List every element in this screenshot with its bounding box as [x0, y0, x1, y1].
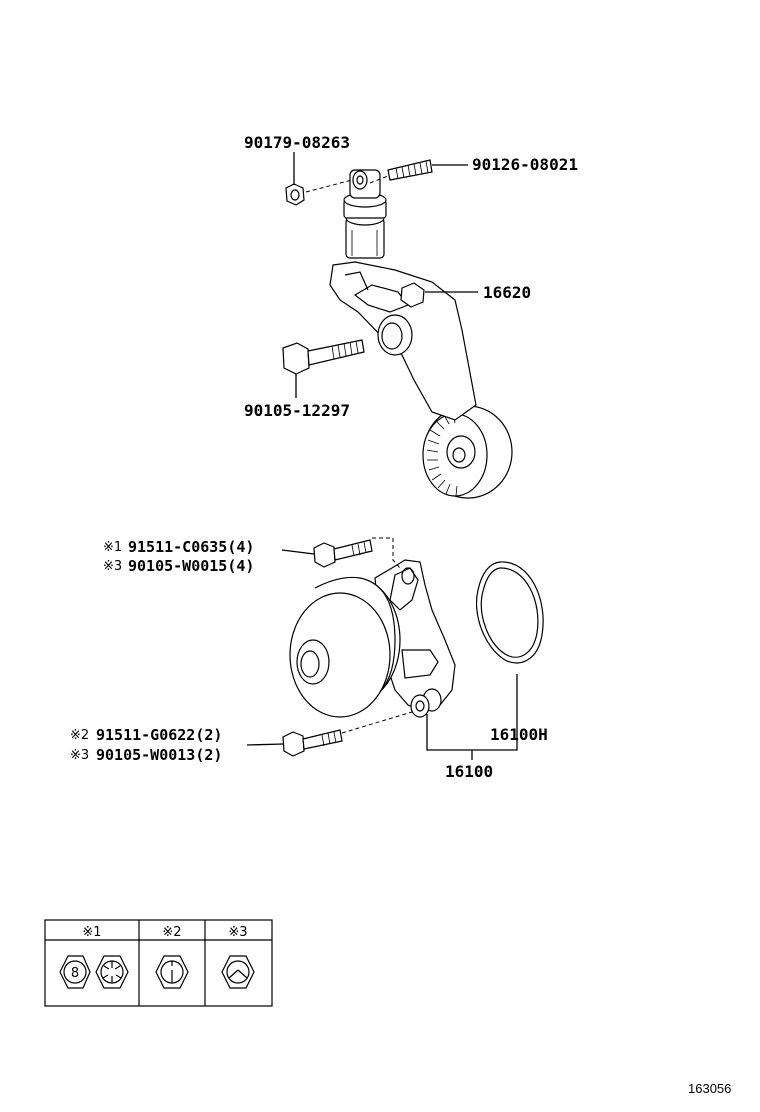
svg-text:8: 8 [71, 966, 79, 981]
hex-head-numbered-icon: 8 [59, 955, 91, 989]
label-90126-08021: 90126-08021 [472, 155, 578, 174]
bolt-90105-12297-drawing [282, 339, 365, 375]
label-91511-C0635: 91511-C0635(4) [128, 538, 254, 556]
hex-head-single-line-icon [155, 955, 189, 989]
mark-pump-bolt-c: ※2 [70, 728, 89, 743]
gasket-16100H-drawing [475, 561, 544, 664]
bolt-pump-upper-drawing [313, 537, 401, 569]
label-16100: 16100 [445, 762, 493, 781]
tensioner-assembly-drawing [329, 169, 513, 499]
label-16100H: 16100H [490, 725, 548, 744]
hex-head-two-lines-icon [221, 955, 255, 989]
mark-pump-bolt-d: ※3 [70, 748, 89, 763]
mark-pump-bolt-a: ※1 [103, 540, 122, 555]
label-16620: 16620 [483, 283, 531, 302]
tensioner-pulley [422, 405, 513, 499]
bolt-pump-lower-drawing [282, 711, 413, 757]
legend-col3-header: ※3 [228, 925, 247, 940]
legend-col2-header: ※2 [162, 925, 181, 940]
mark-pump-bolt-b: ※3 [103, 559, 122, 574]
bolt-marking-legend: ※1 ※2 ※3 8 [44, 919, 273, 1007]
bottom-leader-lines [246, 549, 518, 760]
top-leader-lines [293, 152, 478, 398]
legend-col1-header: ※1 [82, 925, 101, 940]
water-pump-drawing [289, 559, 456, 718]
label-91511-G0622: 91511-G0622(2) [96, 726, 222, 744]
stud-90126-drawing [369, 159, 433, 184]
figure-reference-number: 163056 [688, 1081, 731, 1096]
label-90105-W0013: 90105-W0013(2) [96, 746, 222, 764]
label-90105-12297: 90105-12297 [244, 401, 350, 420]
label-90105-W0015: 90105-W0015(4) [128, 557, 254, 575]
nut-90179-drawing [285, 179, 353, 206]
hex-head-radial-lines-icon [95, 955, 129, 989]
label-90179-08263: 90179-08263 [244, 133, 350, 152]
